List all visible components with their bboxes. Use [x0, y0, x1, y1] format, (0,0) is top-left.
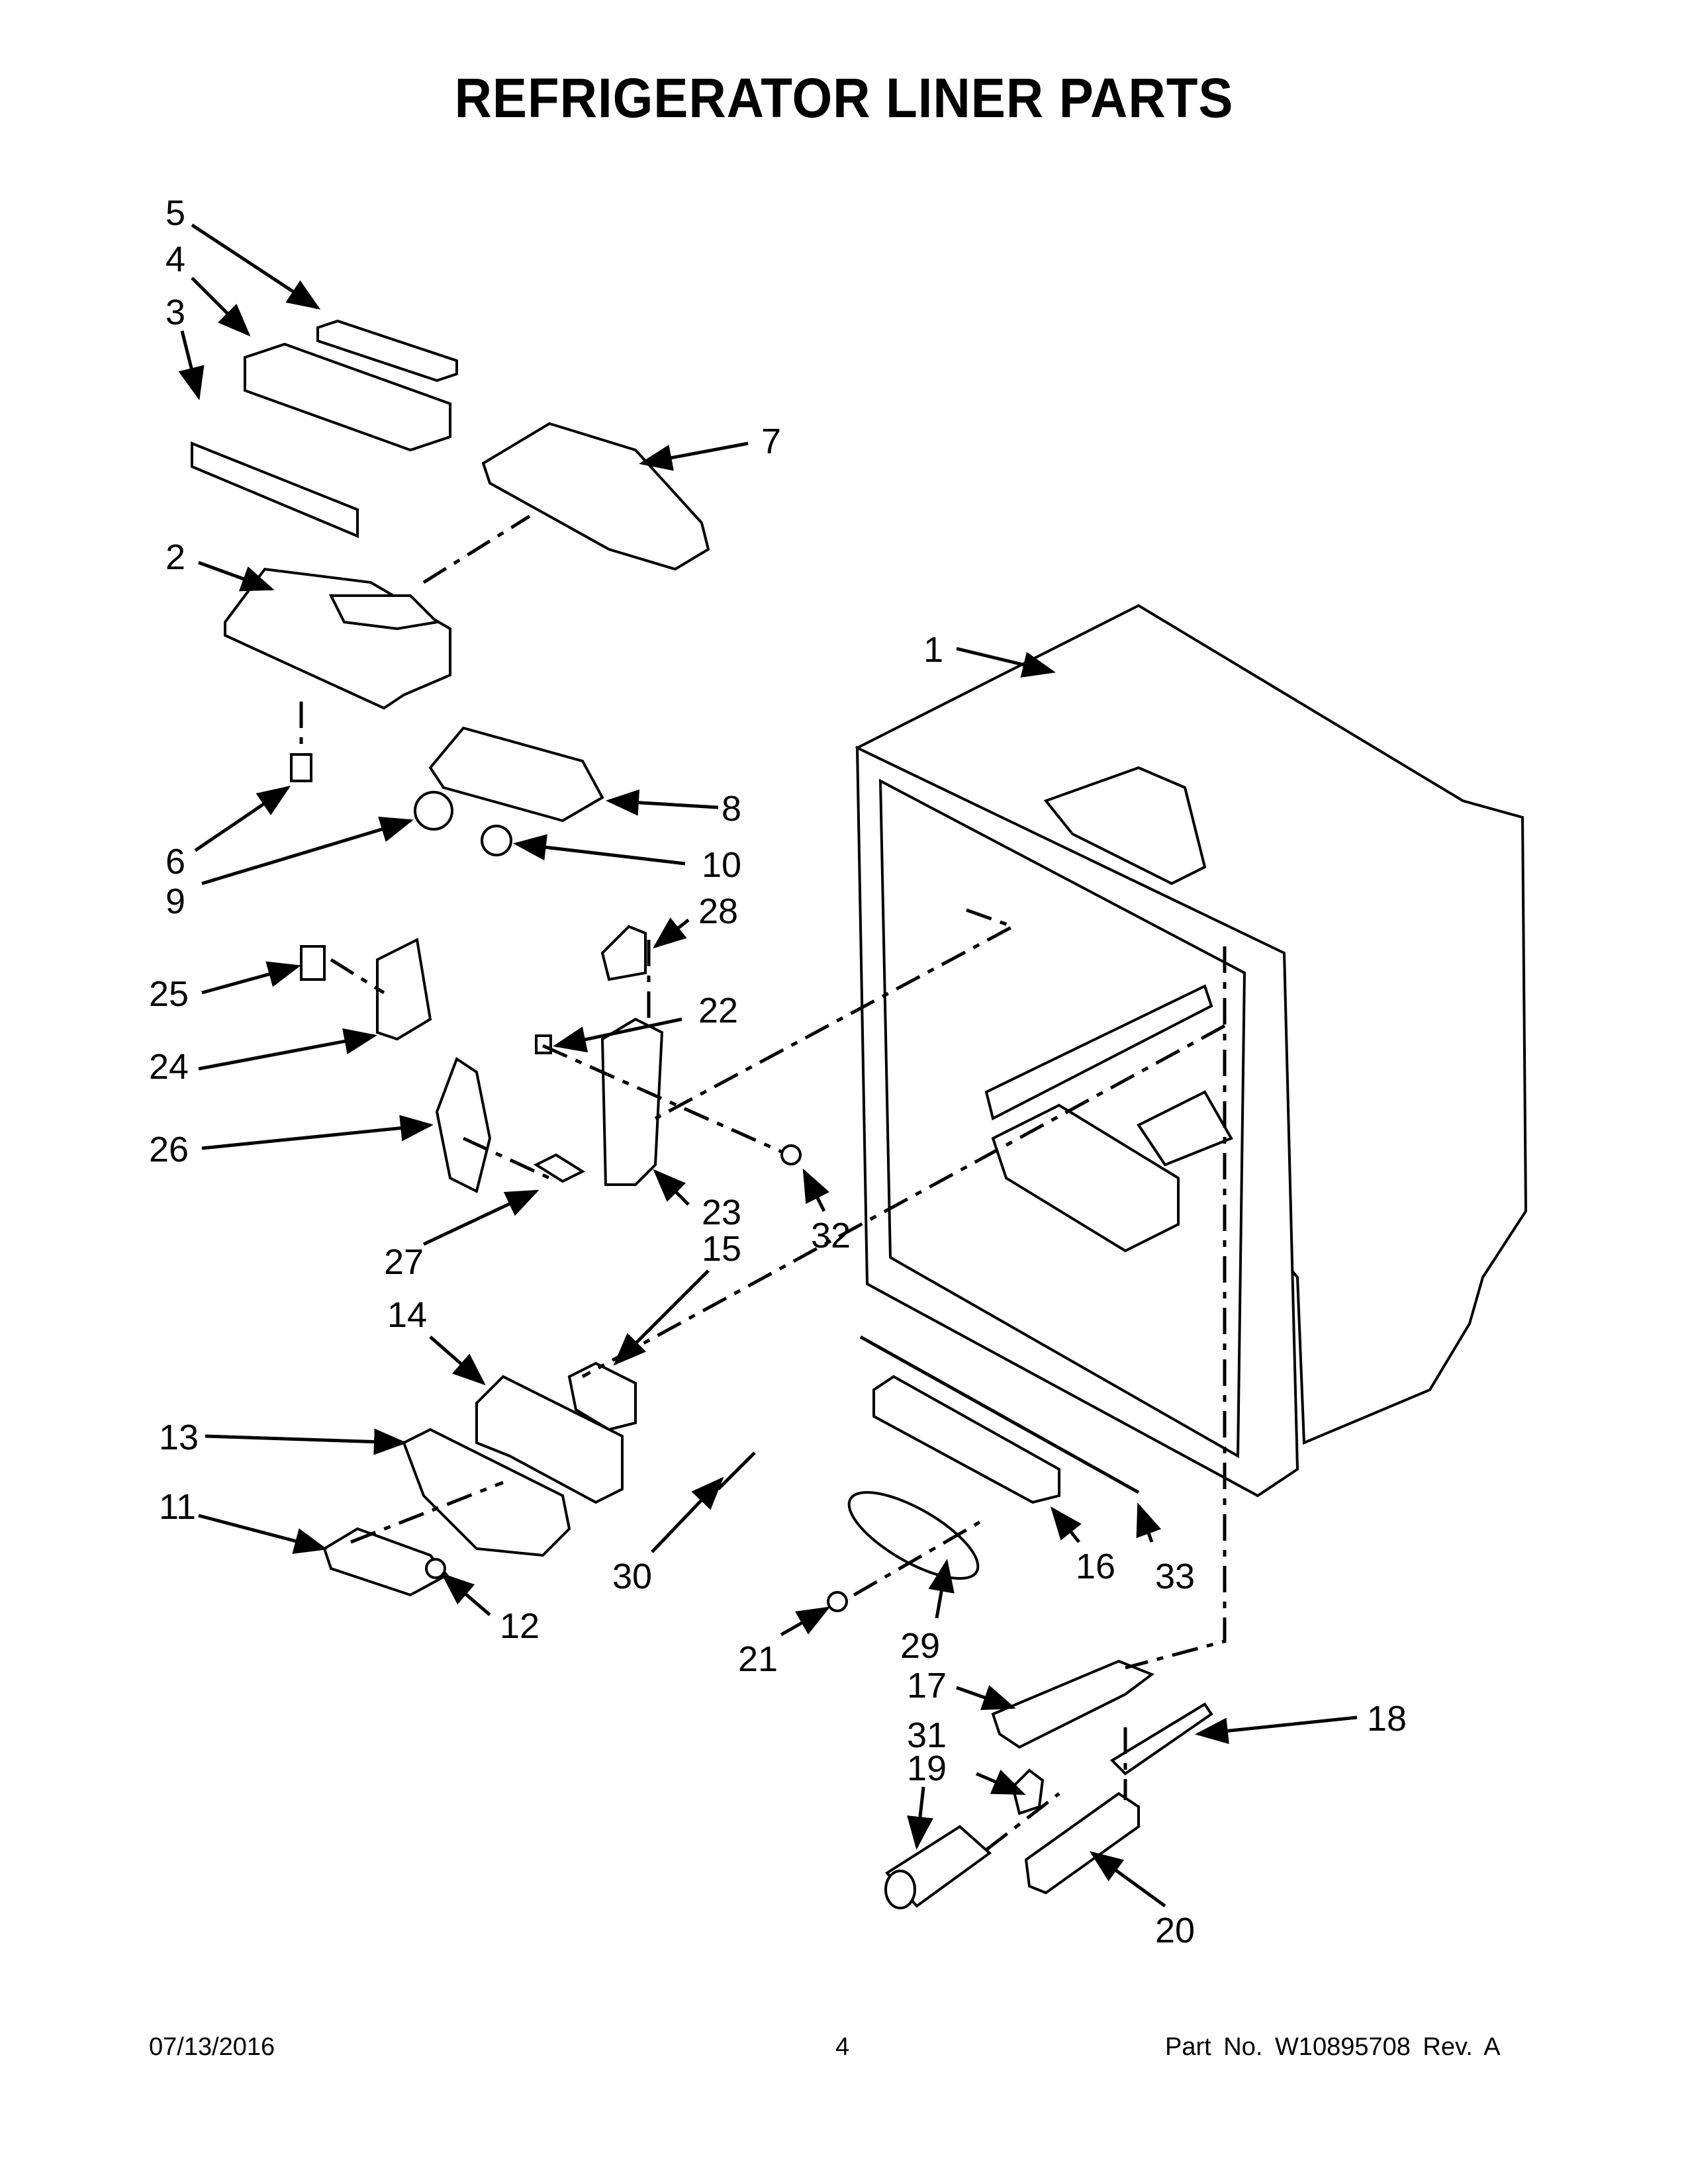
callout-24: 24: [149, 1047, 189, 1087]
callout-28: 28: [698, 891, 738, 931]
callout-20: 20: [1155, 1911, 1195, 1950]
callout-14: 14: [387, 1295, 427, 1335]
callout-12: 12: [500, 1606, 539, 1646]
page-title: REFRIGERATOR LINER PARTS: [454, 67, 1234, 129]
part-1-liner[interactable]: [855, 604, 1528, 1498]
leader-arrows: [178, 223, 1358, 1908]
callout-19: 19: [907, 1749, 947, 1788]
footer-date: 07/13/2016: [149, 2033, 275, 2061]
footer-part-number: Part No. W10895708 Rev. A: [1165, 2033, 1501, 2061]
callout-27: 27: [384, 1242, 424, 1282]
callout-23: 23: [702, 1193, 741, 1232]
callout-21: 21: [738, 1639, 778, 1679]
part-10-socket[interactable]: [481, 825, 512, 856]
part-18-probe[interactable]: [1109, 1702, 1213, 1776]
part-21-screw[interactable]: [827, 1591, 848, 1612]
callout-11: 11: [159, 1487, 196, 1527]
part-26-tube[interactable]: [435, 1056, 492, 1193]
callout-18: 18: [1367, 1699, 1407, 1739]
callout-2: 2: [165, 537, 185, 577]
part-6-switch[interactable]: [290, 753, 312, 782]
part-4-bracket[interactable]: [244, 342, 451, 452]
part-24-bracket[interactable]: [376, 938, 432, 1041]
callout-22: 22: [698, 991, 738, 1030]
part-17-bracket[interactable]: [991, 1659, 1155, 1749]
part-29-harness[interactable]: [837, 1476, 990, 1594]
callout-6: 6: [165, 842, 185, 882]
part-33-rod[interactable]: [859, 1335, 1140, 1494]
part-30-sensor[interactable]: [717, 1451, 756, 1490]
callout-3: 3: [165, 293, 185, 332]
callout-30: 30: [612, 1557, 652, 1596]
part-16-heater[interactable]: [872, 1375, 1060, 1504]
part-20-cover[interactable]: [1024, 1792, 1140, 1895]
callout-29: 29: [900, 1626, 940, 1666]
callout-15: 15: [702, 1229, 741, 1269]
part-8-lamp-housing[interactable]: [428, 726, 604, 823]
callout-31: 31: [907, 1715, 947, 1755]
callout-10: 10: [702, 845, 741, 885]
part-14-housing[interactable]: [475, 1375, 624, 1504]
part-2-housing[interactable]: [224, 567, 451, 710]
callout-17: 17: [907, 1666, 947, 1706]
part-5-plate[interactable]: [316, 319, 458, 383]
callout-9: 9: [165, 882, 185, 921]
part-9-bulb[interactable]: [414, 791, 453, 831]
callout-8: 8: [722, 789, 741, 829]
part-3-strip[interactable]: [191, 441, 359, 539]
footer-page-number: 4: [835, 2033, 850, 2061]
part-23-cover[interactable]: [600, 1017, 664, 1186]
callout-13: 13: [159, 1418, 199, 1457]
callout-16: 16: [1076, 1547, 1115, 1586]
callout-labels: 1 2 3 4 5 6 7 8 9 10 11 12 13 14 15 16 1…: [149, 193, 1407, 1950]
callout-32: 32: [811, 1216, 851, 1255]
callout-4: 4: [165, 240, 185, 279]
part-25-clip[interactable]: [300, 945, 326, 981]
assembly-lines: [299, 514, 1227, 1851]
callout-5: 5: [165, 193, 185, 233]
part-13-trim[interactable]: [402, 1428, 571, 1557]
callout-25: 25: [149, 974, 189, 1014]
part-19-cap[interactable]: [884, 1825, 992, 1909]
part-7-cover[interactable]: [481, 422, 710, 571]
callout-26: 26: [149, 1130, 189, 1169]
callout-33: 33: [1155, 1557, 1195, 1596]
part-32-screw[interactable]: [780, 1144, 802, 1165]
part-28-seal[interactable]: [600, 925, 647, 981]
callout-1: 1: [923, 630, 943, 670]
callout-7: 7: [761, 422, 781, 461]
part-12-screw[interactable]: [425, 1558, 446, 1579]
part-15-assembly[interactable]: [567, 1361, 637, 1432]
part-27-clip[interactable]: [533, 1153, 586, 1183]
